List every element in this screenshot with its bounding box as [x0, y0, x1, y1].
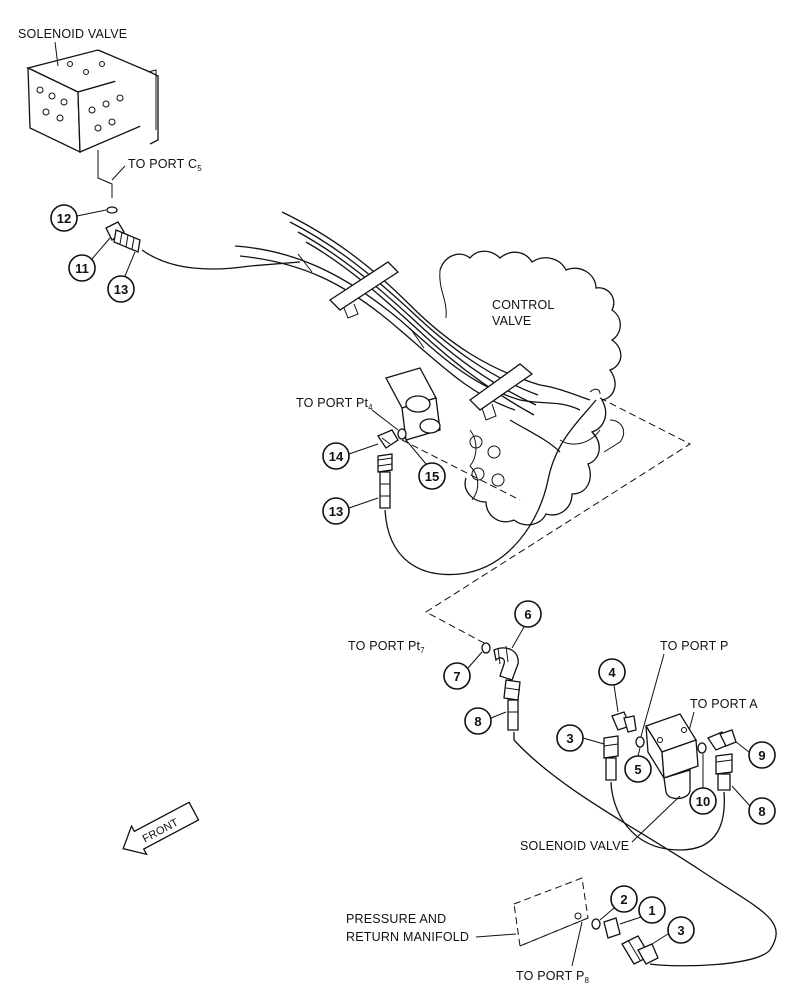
- solenoid-valve-top-leader: [54, 41, 59, 67]
- svg-text:15: 15: [425, 469, 439, 484]
- callout-11: 11: [68, 254, 96, 282]
- manifold-leader: [475, 933, 517, 938]
- callout-6: 6: [514, 600, 542, 628]
- routing-line-pt7: [425, 397, 692, 645]
- svg-text:4: 4: [608, 665, 616, 680]
- svg-text:5: 5: [634, 762, 641, 777]
- svg-text:13: 13: [329, 504, 343, 519]
- svg-text:7: 7: [453, 669, 460, 684]
- hose-fitting-3-bottom: [621, 935, 659, 965]
- svg-text:12: 12: [57, 211, 71, 226]
- callout-3-mid: 3: [556, 724, 584, 752]
- callout-4: 4: [598, 658, 626, 686]
- svg-text:8: 8: [758, 804, 765, 819]
- front-arrow: FRONT: [122, 801, 200, 856]
- elbow-fitting-6: [493, 645, 519, 681]
- hose-13-upper: [141, 249, 301, 270]
- to-port-p8-leader: [571, 921, 583, 967]
- pressure-return-manifold-drawing: [513, 877, 589, 947]
- adapter-14: [377, 429, 399, 449]
- hose-3-long: [513, 732, 777, 967]
- solenoid-valve-top-label: SOLENOID VALVE: [18, 27, 127, 41]
- solenoid-valve-top-drawing: [26, 49, 159, 154]
- pilot-tube-c5: [97, 150, 113, 198]
- svg-text:10: 10: [696, 794, 710, 809]
- control-valve-label-line2: VALVE: [492, 314, 531, 328]
- svg-text:1: 1: [648, 903, 655, 918]
- svg-text:6: 6: [524, 607, 531, 622]
- hose-fitting-8-right: [715, 753, 733, 791]
- elbow-fitting-9: [707, 729, 737, 751]
- callout-5: 5: [624, 755, 652, 783]
- hose-13-lower: [384, 399, 597, 576]
- svg-text:3: 3: [566, 731, 573, 746]
- o-ring-7: [481, 642, 491, 654]
- o-ring-15: [397, 428, 407, 440]
- svg-text:13: 13: [114, 282, 128, 297]
- hose-fitting-8-left: [503, 679, 521, 731]
- callout-7: 7: [443, 662, 471, 690]
- to-port-a-label: TO PORT A: [690, 697, 758, 711]
- svg-text:9: 9: [758, 748, 765, 763]
- to-port-c5-label: TO PORT C5: [128, 157, 202, 173]
- callout-12: 12: [50, 204, 78, 232]
- svg-text:8: 8: [474, 714, 481, 729]
- callout-14: 14: [322, 442, 350, 470]
- hose-fitting-3-mid: [603, 735, 619, 781]
- svg-text:2: 2: [620, 892, 627, 907]
- callout-15: 15: [418, 462, 446, 490]
- o-ring-10: [697, 742, 707, 754]
- to-port-p8-label: TO PORT P8: [516, 969, 590, 985]
- callout-10: 10: [689, 787, 717, 815]
- to-port-pt4-leader: [371, 409, 399, 431]
- elbow-fitting-11: [105, 221, 141, 253]
- to-port-p-leader: [639, 653, 665, 741]
- svg-text:14: 14: [329, 449, 344, 464]
- adapter-1: [603, 917, 621, 939]
- to-port-pt4-label: TO PORT Pt4: [296, 396, 373, 412]
- callout-1: 1: [638, 896, 666, 924]
- o-ring-12: [106, 206, 118, 214]
- to-port-pt7-label: TO PORT Pt7: [348, 639, 425, 655]
- o-ring-2: [591, 918, 601, 930]
- routing-line-pt4: [401, 439, 521, 501]
- callout-13-mid: 13: [322, 497, 350, 525]
- callout-8-left: 8: [464, 707, 492, 735]
- hose-fitting-13-mid: [377, 453, 393, 509]
- callout-9: 9: [748, 741, 776, 769]
- to-port-p-label: TO PORT P: [660, 639, 729, 653]
- callout-2: 2: [610, 885, 638, 913]
- adapter-4: [611, 711, 637, 733]
- hose-8-right: [610, 781, 725, 851]
- solenoid-valve-bottom-drawing: [645, 713, 699, 800]
- control-valve-drawing: [385, 250, 625, 526]
- callout-13-top: 13: [107, 275, 135, 303]
- manifold-label-line1: PRESSURE AND: [346, 912, 446, 926]
- svg-text:3: 3: [677, 923, 684, 938]
- o-ring-5: [635, 736, 645, 748]
- callout-3-bottom: 3: [667, 916, 695, 944]
- callout-8-right: 8: [748, 797, 776, 825]
- to-port-c5-leader: [111, 165, 126, 181]
- manifold-label-line2: RETURN MANIFOLD: [346, 930, 469, 944]
- control-valve-label-line1: CONTROL: [492, 298, 555, 312]
- solenoid-valve-bottom-leader: [631, 795, 681, 843]
- solenoid-valve-bottom-label: SOLENOID VALVE: [520, 839, 629, 853]
- svg-text:11: 11: [75, 261, 89, 276]
- hose-bundle: [234, 211, 591, 453]
